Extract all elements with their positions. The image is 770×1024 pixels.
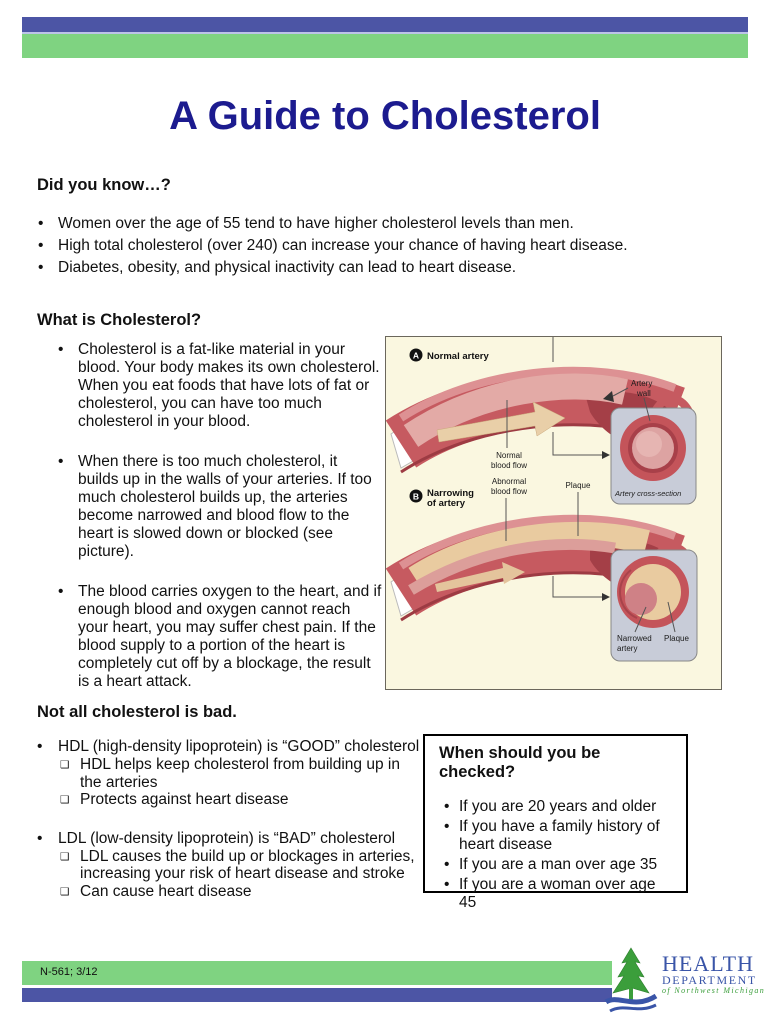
heading-what-is-cholesterol: What is Cholesterol? <box>37 311 202 329</box>
square-bullet-icon: ❑ <box>60 759 70 771</box>
list-item: • Women over the age of 55 tend to have … <box>38 215 698 233</box>
abnormal-flow-label-line1: Abnormal <box>492 477 526 486</box>
list-item: • If you are a woman over age 45 <box>438 876 676 912</box>
plaque-top-label: Plaque <box>566 481 591 490</box>
bullet-icon: • <box>38 259 44 276</box>
narrowed-artery-label-line1: Narrowed <box>617 634 652 643</box>
artery-diagram-figure: Artery cross-section Narrowed artery Pla… <box>385 336 722 690</box>
list-item: • High total cholesterol (over 240) can … <box>38 237 698 255</box>
logo-text: HEALTH DEPARTMENT of Northwest Michigan <box>662 944 765 996</box>
when-checked-list: • If you are 20 years and older • If you… <box>438 798 676 912</box>
artery-cross-section-inset: Artery cross-section <box>610 407 697 505</box>
bullet-icon: • <box>444 876 450 893</box>
normal-flow-label-line1: Normal <box>496 451 522 460</box>
abnormal-flow-label-line2: blood flow <box>491 487 527 496</box>
logo-line-tagline: of Northwest Michigan <box>662 986 766 995</box>
list-item-text: When there is too much cholesterol, it b… <box>78 453 372 560</box>
list-item-text: HDL (high-density lipoprotein) is “GOOD”… <box>58 738 420 755</box>
bullet-icon: • <box>58 341 64 358</box>
list-item-text: High total cholesterol (over 240) can in… <box>58 237 628 254</box>
plaque-bottom-label: Plaque <box>664 634 689 643</box>
document-number: N-561; 3/12 <box>40 966 98 978</box>
artery-wall-label-line1: Artery <box>631 379 652 388</box>
list-item: • Diabetes, obesity, and physical inacti… <box>38 259 698 277</box>
hdl-ldl-list: • HDL (high-density lipoprotein) is “GOO… <box>37 738 423 921</box>
sub-list-item-text: HDL helps keep cholesterol from building… <box>80 756 400 791</box>
list-item-text: If you are a woman over age 45 <box>459 876 656 911</box>
when-checked-box: When should you be checked? • If you are… <box>423 734 688 911</box>
list-item: • The blood carries oxygen to the heart,… <box>58 583 382 691</box>
list-item-text: Women over the age of 55 tend to have hi… <box>58 215 574 232</box>
header-green-bar <box>22 34 748 58</box>
artery-wall-label-line2: wall <box>636 389 651 398</box>
bullet-icon: • <box>444 818 450 835</box>
sub-list-item: ❑ HDL helps keep cholesterol from buildi… <box>60 756 423 791</box>
heading-did-you-know: Did you know…? <box>37 176 171 194</box>
marker-a-letter: A <box>413 351 419 361</box>
page-title: A Guide to Cholesterol <box>169 94 601 138</box>
list-item: • When there is too much cholesterol, it… <box>58 453 382 561</box>
heading-not-all-bad: Not all cholesterol is bad. <box>37 703 237 721</box>
pine-tree-icon <box>604 947 658 1013</box>
header-blue-bar <box>22 17 748 34</box>
bullet-icon: • <box>444 798 450 815</box>
ldl-sublist: ❑ LDL causes the build up or blockages i… <box>60 848 423 901</box>
sub-list-item: ❑ Can cause heart disease <box>60 883 423 901</box>
normal-flow-label-line2: blood flow <box>491 461 527 470</box>
logo-line-department: DEPARTMENT <box>662 973 757 987</box>
list-item-text: If you are a man over age 35 <box>459 856 658 873</box>
list-item-text: LDL (low-density lipoprotein) is “BAD” c… <box>58 829 396 847</box>
narrowing-title-line2: of artery <box>427 498 466 509</box>
marker-b-circle <box>409 489 423 503</box>
sub-list-item: ❑ Protects against heart disease <box>60 791 423 809</box>
logo-line-health: HEALTH <box>662 951 754 976</box>
marker-a-circle <box>409 348 423 362</box>
did-you-know-list: • Women over the age of 55 tend to have … <box>38 215 698 281</box>
footer-green-bar: N-561; 3/12 <box>22 961 612 985</box>
sub-list-item-text: Can cause heart disease <box>80 882 252 900</box>
list-item: • LDL (low-density lipoprotein) is “BAD”… <box>37 830 423 901</box>
leader-arrow-a <box>552 432 603 456</box>
bullet-icon: • <box>58 453 64 470</box>
list-item-text: The blood carries oxygen to the heart, a… <box>78 583 382 690</box>
bullet-icon: • <box>38 215 44 232</box>
normal-artery-title: Normal artery <box>427 351 489 362</box>
hdl-sublist: ❑ HDL helps keep cholesterol from buildi… <box>60 756 423 809</box>
sub-list-item-text: LDL causes the build up or blockages in … <box>80 847 415 883</box>
square-bullet-icon: ❑ <box>60 794 70 806</box>
sub-list-item: ❑ LDL causes the build up or blockages i… <box>60 848 423 883</box>
list-item-text: Cholesterol is a fat-like material in yo… <box>78 341 380 430</box>
list-item-text: If you have a family history of heart di… <box>459 818 660 853</box>
narrowed-cross-section-inset: Narrowed artery Plaque <box>610 549 698 662</box>
list-item: • HDL (high-density lipoprotein) is “GOO… <box>37 738 423 809</box>
bullet-icon: • <box>37 738 43 755</box>
bullet-icon: • <box>37 829 43 847</box>
narrowed-artery-label-line2: artery <box>617 644 637 653</box>
list-item: • If you have a family history of heart … <box>438 818 676 854</box>
bullet-icon: • <box>58 583 64 600</box>
narrowing-title-line1: Narrowing <box>427 488 474 499</box>
marker-b-letter: B <box>413 492 419 502</box>
sub-list-item-text: Protects against heart disease <box>80 791 289 808</box>
bullet-icon: • <box>38 237 44 254</box>
cross-section-label: Artery cross-section <box>614 489 681 498</box>
square-bullet-icon: ❑ <box>60 885 70 898</box>
list-item: • Cholesterol is a fat-like material in … <box>58 341 382 431</box>
list-item-text: If you are 20 years and older <box>459 798 657 815</box>
square-bullet-icon: ❑ <box>60 850 70 863</box>
leader-arrow-b <box>552 576 603 598</box>
what-is-cholesterol-list: • Cholesterol is a fat-like material in … <box>58 341 382 713</box>
health-department-logo: HEALTH DEPARTMENT of Northwest Michigan <box>604 944 768 1020</box>
list-item: • If you are 20 years and older <box>438 798 676 816</box>
list-item: • If you are a man over age 35 <box>438 856 676 874</box>
bullet-icon: • <box>444 856 450 873</box>
footer-blue-bar <box>22 988 612 1002</box>
wave-swoosh <box>604 993 658 1005</box>
heading-when-checked: When should you be checked? <box>439 744 601 781</box>
list-item-text: Diabetes, obesity, and physical inactivi… <box>58 259 517 276</box>
